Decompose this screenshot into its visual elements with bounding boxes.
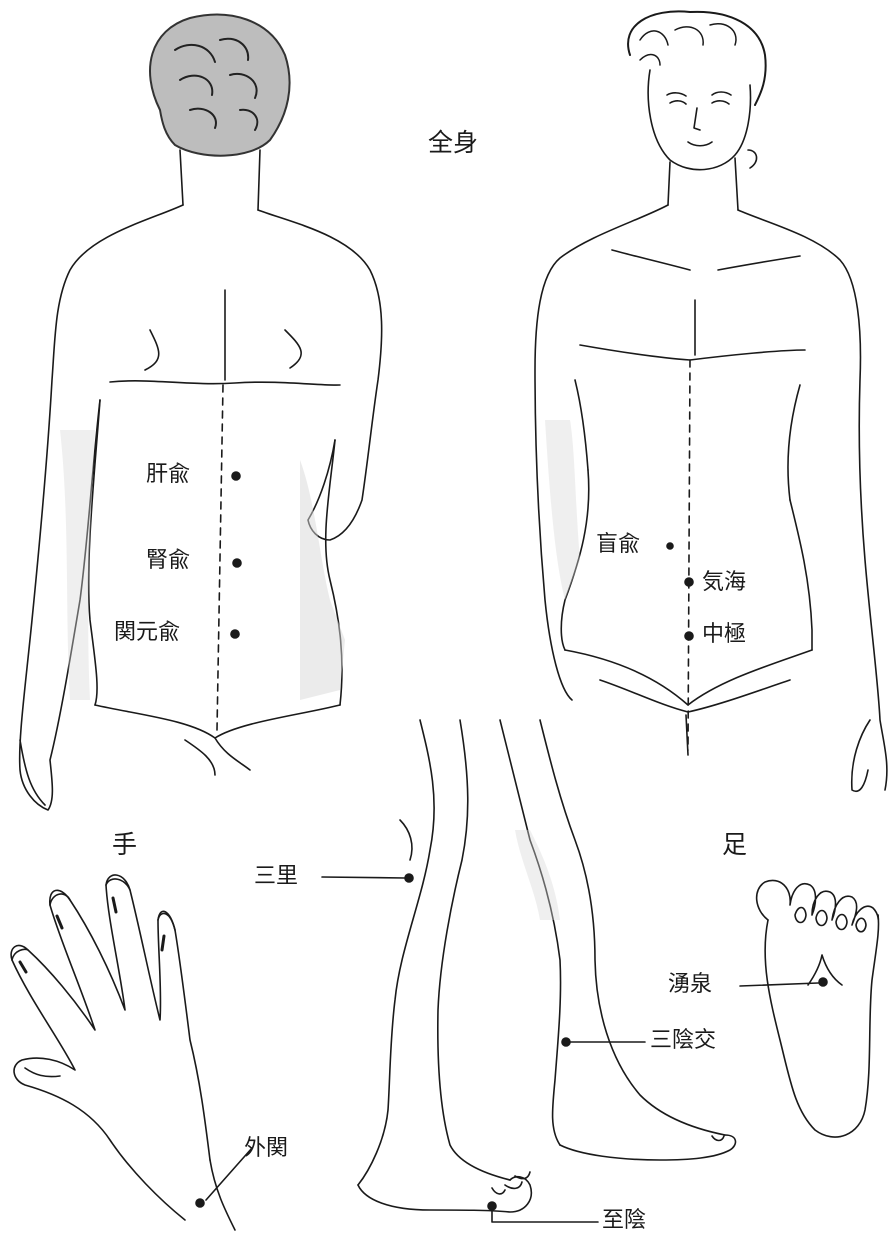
back-hair [150, 15, 290, 156]
koyu-label: 盲兪 [596, 534, 640, 556]
yusen-point [819, 978, 827, 986]
jinyu-label: 腎兪 [146, 550, 190, 572]
back-figure [20, 15, 382, 810]
toes-right [712, 1136, 724, 1141]
foot-label: 足 [722, 832, 747, 857]
front-collarbones [612, 250, 800, 270]
leg-right-outer [500, 720, 561, 1145]
front-briefs-lower [600, 680, 790, 712]
fingertips [12, 879, 175, 960]
shiin-point [488, 1202, 496, 1210]
kangengenyu-point [231, 630, 239, 638]
kangengenyu-label: 関元兪 [114, 622, 180, 644]
back-neck [180, 150, 260, 210]
thumb-line [25, 1068, 60, 1077]
gaikan-point [196, 1199, 204, 1207]
front-center-line [688, 360, 690, 750]
foot-right [560, 1135, 735, 1160]
sanninko-label: 三陰交 [650, 1030, 716, 1052]
front-leg-gap [686, 715, 688, 755]
fingernails [20, 898, 164, 972]
front-figure [535, 11, 887, 791]
back-buttock-crease [185, 738, 250, 775]
chukyoku-point [685, 632, 693, 640]
leg-left-outer [358, 720, 434, 1185]
koyu-point [667, 543, 673, 549]
whole-body-label: 全身 [428, 130, 478, 155]
sole-outline [765, 915, 878, 1137]
back-left-hand [20, 740, 45, 805]
sanninko-point [562, 1038, 570, 1046]
jinyu-point [233, 559, 241, 567]
foot-left [358, 1177, 531, 1212]
kanyu-label: 肝兪 [146, 464, 190, 486]
legs-figure [322, 720, 735, 1222]
back-bra-line [110, 381, 340, 385]
front-head [628, 11, 766, 169]
back-spine-line [217, 385, 223, 730]
gaikan-label: 外関 [244, 1138, 288, 1160]
sanri-label: 三里 [254, 866, 298, 888]
sole-figure [740, 880, 879, 1137]
kikai-label: 気海 [702, 572, 746, 594]
yusen-leader [740, 983, 818, 986]
front-torso-sides [561, 470, 812, 650]
sanri-leader [322, 877, 405, 878]
kanyu-point [232, 472, 240, 480]
front-inner-arm [575, 380, 800, 500]
shiin-label: 至陰 [602, 1210, 646, 1232]
front-body-outline [535, 205, 887, 791]
hand-label: 手 [112, 832, 137, 857]
back-shoulder-blades [145, 290, 301, 380]
sanri-point [405, 874, 413, 882]
front-bra-line [580, 345, 805, 360]
kikai-point [685, 578, 693, 586]
hand-figure [11, 875, 252, 1230]
leg-right-inner [540, 720, 725, 1135]
knee-line [400, 820, 412, 860]
leg-left-inner [438, 720, 510, 1180]
hand-outline [11, 875, 210, 1220]
yusen-label: 湧泉 [668, 974, 712, 996]
toes-left [492, 1172, 530, 1194]
chukyoku-label: 中極 [702, 624, 746, 646]
